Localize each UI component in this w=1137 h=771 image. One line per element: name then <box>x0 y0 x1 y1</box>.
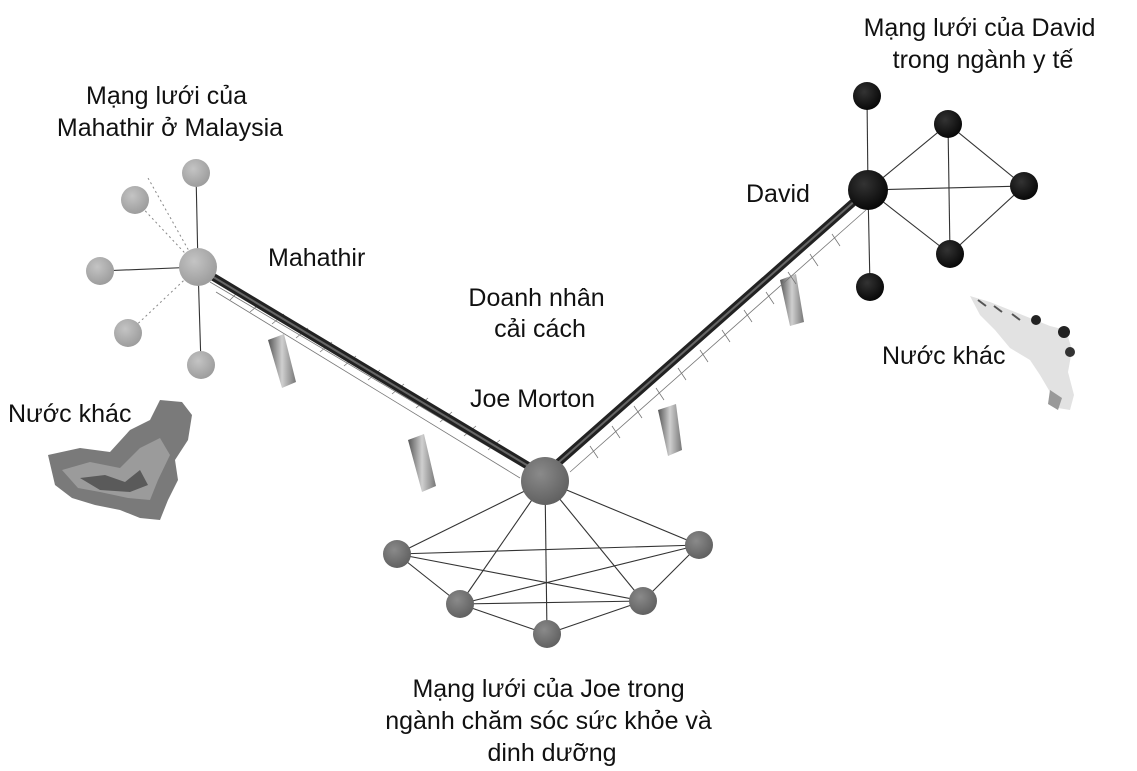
joe-peer-node <box>533 620 561 648</box>
mahathir-node <box>179 248 217 286</box>
mahathir-network-label: Mạng lưới của Mahathir ở Malaysia <box>57 82 283 142</box>
joe-morton-node <box>521 457 569 505</box>
david-network-label: Mạng lưới của David trong ngành y tế <box>864 14 1103 74</box>
david-peer-node <box>856 273 884 301</box>
mahathir-peer-node <box>182 159 210 187</box>
bridge-pillars <box>268 274 804 492</box>
joe-peer-node <box>685 531 713 559</box>
reform-entrepreneur-label: Doanh nhân cải cách <box>468 284 611 343</box>
david-label: David <box>746 180 810 208</box>
joe-peer-node <box>446 590 474 618</box>
other-countries-left-label: Nước khác <box>8 400 131 428</box>
david-network <box>853 82 1038 301</box>
mahathir-peer-node <box>187 351 215 379</box>
mahathir-peer-node <box>121 186 149 214</box>
joe-morton-label: Joe Morton <box>470 385 595 413</box>
other-countries-map-right <box>970 296 1075 410</box>
mahathir-network <box>86 159 215 379</box>
other-countries-map-left <box>48 400 192 520</box>
david-node <box>848 170 888 210</box>
joe-network <box>383 480 713 648</box>
joe-peer-node <box>629 587 657 615</box>
mahathir-peer-node <box>114 319 142 347</box>
mahathir-peer-node <box>86 257 114 285</box>
bridge-links <box>201 188 869 474</box>
joe-peer-node <box>383 540 411 568</box>
david-peer-node <box>936 240 964 268</box>
joe-network-label: Mạng lưới của Joe trong ngành chăm sóc s… <box>385 675 719 767</box>
david-peer-node <box>934 110 962 138</box>
other-countries-right-label: Nước khác <box>882 342 1005 370</box>
david-peer-node <box>1010 172 1038 200</box>
david-peer-node <box>853 82 881 110</box>
mahathir-label: Mahathir <box>268 244 365 272</box>
